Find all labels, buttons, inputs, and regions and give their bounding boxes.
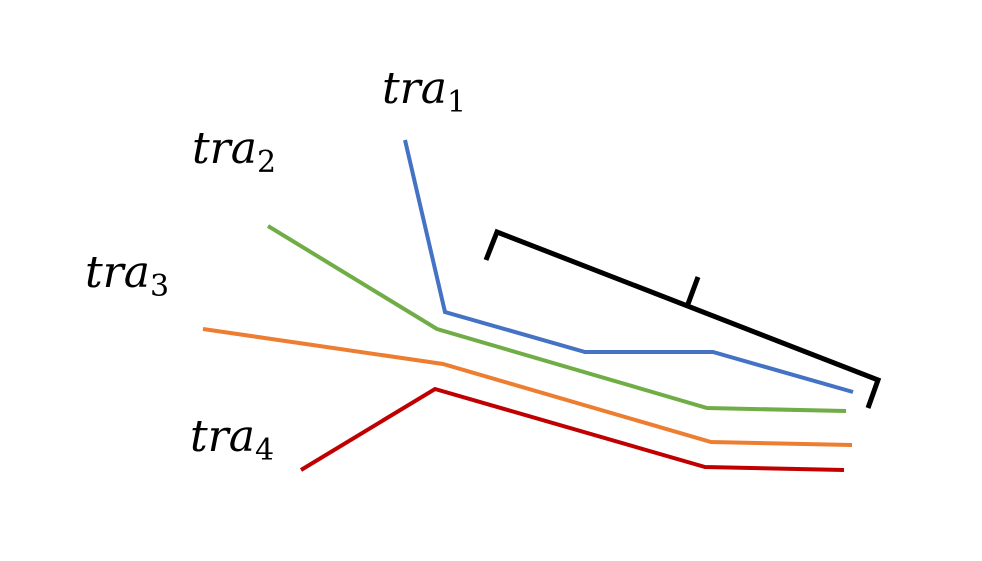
trajectory-line-tra2: [266, 224, 847, 413]
label-tra1: tra1: [382, 63, 466, 120]
trajectory-line-tra4: [299, 386, 845, 472]
trajectory-line-tra3: [202, 327, 853, 447]
label-tra2: tra2: [192, 123, 276, 180]
label-tra4: tra4: [190, 411, 274, 468]
bracket-line: [483, 228, 882, 409]
trajectory-line-tra1: [403, 139, 854, 394]
label-tra3: tra3: [85, 247, 169, 304]
bracket: [483, 228, 882, 409]
bracket-tick: [685, 276, 701, 305]
